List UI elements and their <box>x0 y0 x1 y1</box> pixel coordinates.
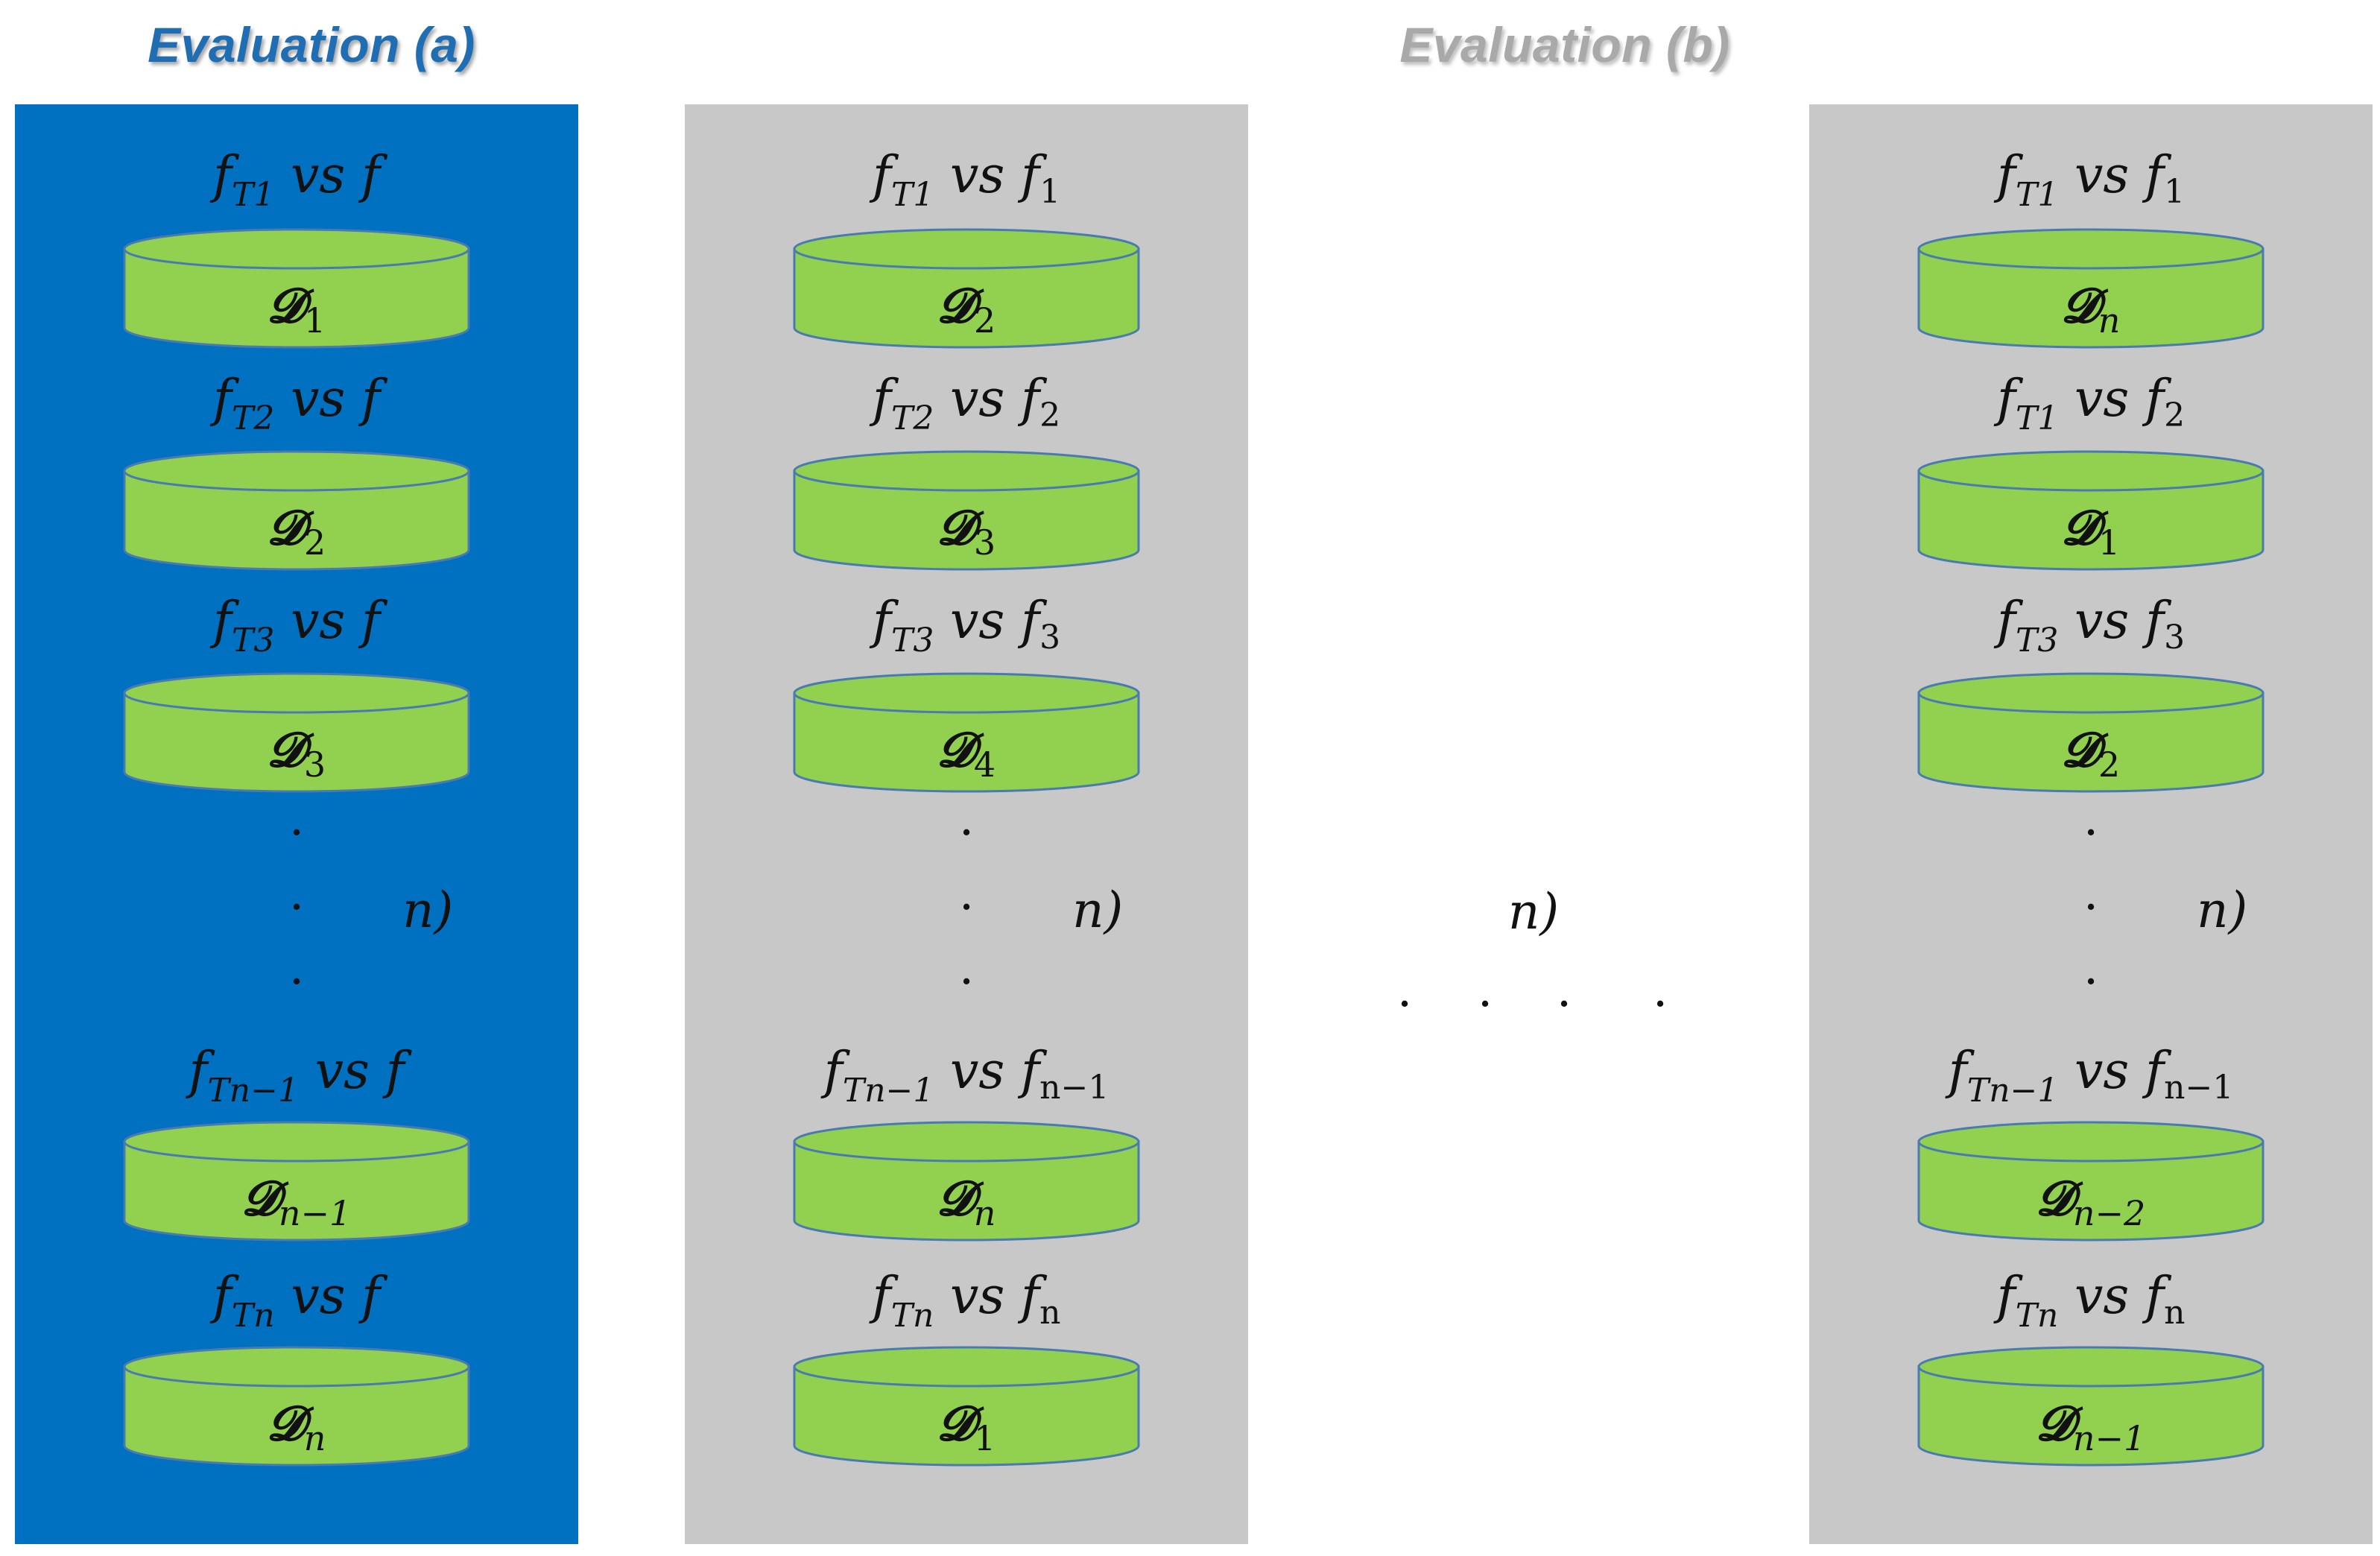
ellipsis-dot: . <box>2083 791 2098 847</box>
dataset-cylinder: 𝓓n−1 <box>1917 1346 2265 1467</box>
evaluation-b-last-stack: fT1 vs f1 𝓓n fT1 vs f2 𝓓1 fT3 vs f3 𝓓2 fTn−1 v… <box>1917 146 2265 1467</box>
ellipsis-label: n) <box>1072 882 1123 939</box>
dataset-cylinder: 𝓓1 <box>123 228 470 349</box>
ellipsis-dot: . <box>289 791 304 847</box>
ellipsis-label: n) <box>402 882 453 939</box>
gap-dot: . <box>1397 963 1412 1018</box>
comparison-label: fT2 vs f2 <box>869 370 1060 437</box>
between-panels-ellipsis: n).... <box>1397 883 1668 1018</box>
ellipsis-dot: . <box>959 940 974 996</box>
comparison-label: fTn−1 vs f <box>185 1042 412 1110</box>
ellipsis-dot: . <box>2083 940 2098 996</box>
dataset-cylinder: 𝓓n <box>793 1121 1140 1242</box>
evaluation-a-stack: fT1 vs f 𝓓1 fT2 vs f 𝓓2 fT3 vs f 𝓓3 fTn−1 vs f… <box>123 146 470 1467</box>
dataset-cylinder: 𝓓3 <box>793 450 1140 571</box>
column-ellipsis: ... n) <box>2083 791 2247 996</box>
dataset-cylinder: 𝓓2 <box>123 450 470 571</box>
ellipsis-label: n) <box>2197 882 2247 939</box>
dataset-cylinder: 𝓓n−2 <box>1917 1121 2265 1242</box>
dataset-cylinder: 𝓓1 <box>793 1346 1140 1467</box>
comparison-label: fTn vs fn <box>869 1267 1061 1335</box>
dataset-label: 𝓓n−2 <box>2036 1171 2146 1233</box>
dataset-label: 𝓓n−1 <box>2036 1396 2146 1458</box>
comparison-label: fT1 vs f <box>209 146 388 214</box>
evaluation-a-panel: fT1 vs f 𝓓1 fT2 vs f 𝓓2 fT3 vs f 𝓓3 fTn−1 vs f… <box>15 104 578 1544</box>
comparison-label: fTn vs f <box>209 1267 388 1335</box>
ellipsis-dot: . <box>2083 866 2098 921</box>
gap-label: n) <box>1508 883 1559 940</box>
dataset-cylinder: 𝓓2 <box>793 228 1140 349</box>
dataset-cylinder: 𝓓1 <box>1917 450 2265 571</box>
comparison-label: fT1 vs f2 <box>1993 370 2185 437</box>
comparison-label: fT3 vs f <box>209 592 388 660</box>
comparison-label: fT3 vs f3 <box>1993 592 2185 660</box>
ellipsis-dot: . <box>289 940 304 996</box>
comparison-label: fT1 vs f1 <box>869 146 1060 214</box>
dataset-cylinder: 𝓓4 <box>793 672 1140 793</box>
dataset-label: 𝓓4 <box>937 722 996 785</box>
dataset-cylinder: 𝓓n <box>123 1346 470 1467</box>
gap-dot: . <box>1478 963 1493 1018</box>
dataset-cylinder: 𝓓2 <box>1917 672 2265 793</box>
gap-dot: . <box>1653 963 1668 1018</box>
dataset-cylinder: 𝓓n−1 <box>123 1121 470 1242</box>
gap-dot: . <box>1557 963 1572 1018</box>
comparison-label: fTn vs fn <box>1993 1267 2186 1335</box>
dataset-label: 𝓓2 <box>2062 722 2120 785</box>
evaluation-b-panel-first: fT1 vs f1 𝓓2 fT2 vs f2 𝓓3 fT3 vs f3 𝓓4 fTn−1 v… <box>685 104 1248 1544</box>
dataset-label: 𝓓3 <box>268 722 326 785</box>
comparison-label: fT2 vs f <box>209 370 388 437</box>
comparison-label: fT1 vs f1 <box>1993 146 2185 214</box>
evaluation-b-panel-last: fT1 vs f1 𝓓n fT1 vs f2 𝓓1 fT3 vs f3 𝓓2 fTn−1 v… <box>1809 104 2373 1544</box>
dataset-label: 𝓓n <box>2062 278 2121 341</box>
dataset-label: 𝓓2 <box>268 500 326 563</box>
comparison-label: fTn−1 vs fn−1 <box>1945 1042 2234 1110</box>
ellipsis-dot: . <box>959 791 974 847</box>
evaluation-b-title: Evaluation (b) <box>1399 17 1730 72</box>
ellipsis-dot: . <box>289 866 304 921</box>
dataset-cylinder: 𝓓n <box>1917 228 2265 349</box>
column-ellipsis: ... n) <box>959 791 1123 996</box>
dataset-cylinder: 𝓓3 <box>123 672 470 793</box>
dataset-label: 𝓓n <box>937 1171 996 1233</box>
ellipsis-dot: . <box>959 866 974 921</box>
evaluation-b-first-stack: fT1 vs f1 𝓓2 fT2 vs f2 𝓓3 fT3 vs f3 𝓓4 fTn−1 v… <box>793 146 1140 1467</box>
evaluation-a-title: Evaluation (a) <box>148 17 475 72</box>
comparison-label: fTn−1 vs fn−1 <box>820 1042 1110 1110</box>
column-ellipsis: ... n) <box>289 791 453 996</box>
comparison-label: fT3 vs f3 <box>869 592 1060 660</box>
